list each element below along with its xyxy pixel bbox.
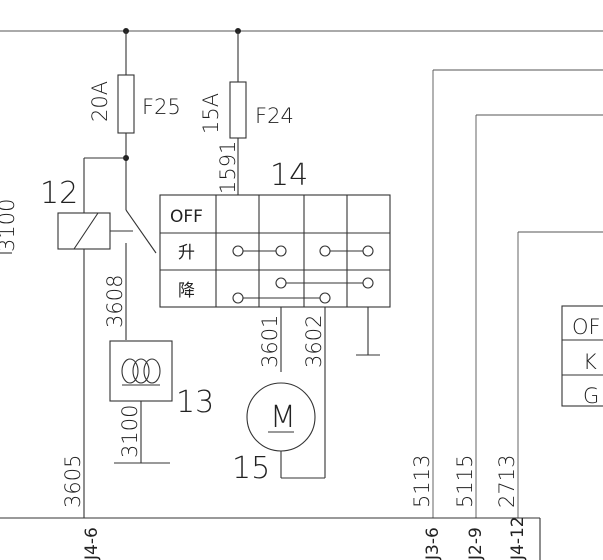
right-block-row: G	[583, 384, 599, 408]
wire-label-1591: 1591	[216, 141, 240, 194]
fuse-f24	[229, 81, 247, 139]
cut-left-label: 3100	[0, 199, 19, 252]
right-block-row: K	[583, 350, 597, 374]
wire-label-5115: 5115	[453, 455, 477, 508]
fuse-f25	[117, 74, 135, 134]
coil-winding	[132, 358, 150, 384]
fuse-f24-rating: 15A	[199, 93, 223, 134]
switch-contact	[362, 245, 374, 257]
right-block-row: OF	[572, 315, 601, 339]
switch-row-up: 升	[178, 243, 195, 263]
wire-label-2713: 2713	[495, 455, 519, 508]
relay-ref: 12	[40, 176, 78, 211]
wire-label-3601: 3601	[258, 315, 282, 368]
switch-contact	[232, 292, 244, 304]
coil-winding	[121, 358, 139, 384]
wire-label-5113: 5113	[410, 455, 434, 508]
motor-symbol: M	[270, 400, 296, 435]
switch-row-down: 降	[178, 281, 195, 301]
motor-ref: 15	[232, 451, 270, 486]
connector-label: J4-12	[508, 516, 528, 560]
fuse-f25-rating: 20A	[88, 81, 112, 122]
relay-coil	[57, 212, 111, 250]
switch-row-off: OFF	[170, 207, 203, 227]
coil-box	[109, 340, 173, 402]
switch-contact	[275, 245, 287, 257]
fuse-f25-label: F25	[142, 95, 181, 119]
switch-contact	[319, 292, 331, 304]
connector-label: J3-6	[423, 527, 443, 560]
switch-ref: 14	[270, 158, 308, 193]
coil-ref: 13	[176, 385, 214, 420]
wire-label-3608: 3608	[103, 275, 127, 328]
switch-contact	[362, 277, 374, 289]
fuse-f24-label: F24	[255, 104, 294, 128]
relay-coil-diagonal	[73, 212, 99, 250]
relay-contact	[125, 209, 157, 254]
switch-contact	[275, 277, 287, 289]
switch-contact	[319, 245, 331, 257]
switch-table	[159, 194, 391, 308]
wire-label-3100: 3100	[118, 405, 142, 458]
connector-label: J4-6	[82, 527, 102, 560]
connector-label: J2-9	[466, 527, 486, 560]
coil-winding	[143, 358, 161, 384]
right-block	[561, 305, 603, 407]
wire-label-3602: 3602	[302, 315, 326, 368]
switch-contact	[232, 245, 244, 257]
wire-label-3605: 3605	[61, 455, 85, 508]
